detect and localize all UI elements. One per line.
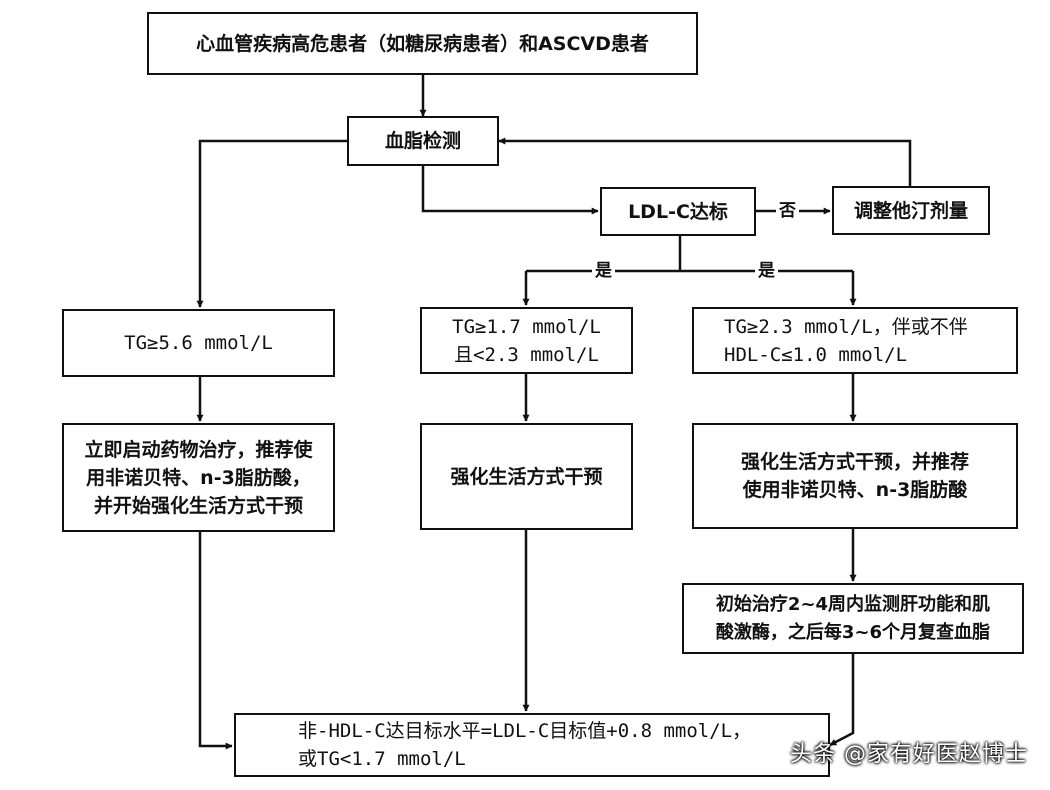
watermark-text: 头条 @家有好医赵博士 [790, 742, 1028, 767]
node-ldl-target: LDL-C达标 [600, 187, 756, 236]
arrow-test-to-tg-high [196, 139, 347, 308]
node-lifestyle: 强化生活方式干预 [420, 423, 633, 530]
node-lifestyle-fenofibrate: 强化生活方式干预，并推荐 使用非诺贝特、n-3脂肪酸 [692, 423, 1018, 529]
node-start: 心血管疾病高危患者（如糖尿病患者）和ASCVD患者 [147, 12, 698, 75]
node-tg-hdl: TG≥2.3 mmol/L，伴或不伴 HDL-C≤1.0 mmol/L [692, 307, 1018, 374]
arrow-treat-to-final [198, 532, 233, 750]
arrow-monitor-to-final [829, 654, 855, 747]
edge-label-no: 否 [776, 201, 799, 221]
node-final-goal: 非-HDL-C达目标水平=LDL-C目标值+0.8 mmol/L， 或TG<1.… [234, 713, 830, 777]
node-tg-high: TG≥5.6 mmol/L [62, 309, 335, 377]
node-adjust-statin: 调整他汀剂量 [832, 186, 990, 235]
node-monitor: 初始治疗2~4周内监测肝功能和肌 酸激酶，之后每3~6个月复查血脂 [682, 583, 1024, 654]
edge-label-yes-left: 是 [592, 261, 615, 281]
arrow-adjust-to-test [498, 137, 912, 186]
node-tg-mid: TG≥1.7 mmol/L 且<2.3 mmol/L [420, 307, 633, 374]
node-treat-immediate: 立即启动药物治疗，推荐使 用非诺贝特、n-3脂肪酸， 并开始强化生活方式干预 [62, 423, 335, 532]
arrow-test-to-ldl [421, 166, 599, 215]
edge-label-yes-right: 是 [755, 261, 778, 281]
node-lipid-test: 血脂检测 [347, 116, 499, 166]
